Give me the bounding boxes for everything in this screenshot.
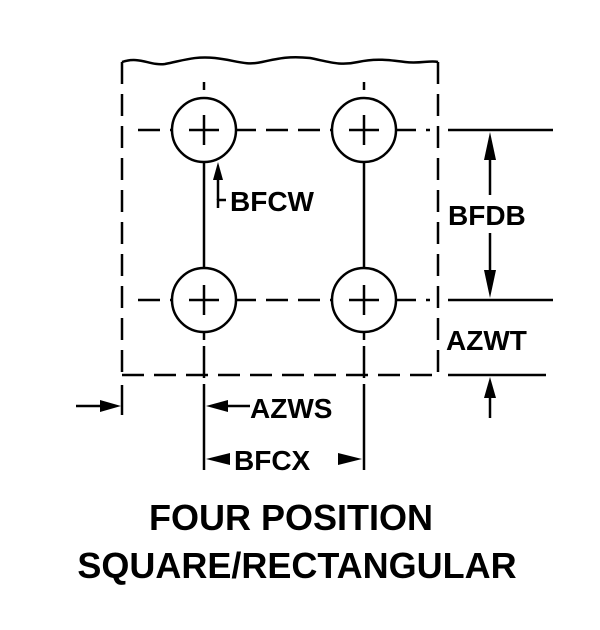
label-azwt: AZWT bbox=[446, 325, 527, 356]
bfdb-arrow-down bbox=[484, 270, 496, 298]
azwt-arrow-up bbox=[484, 377, 496, 398]
hole-top-right bbox=[330, 96, 398, 164]
label-azws: AZWS bbox=[250, 393, 332, 424]
label-bfdb: BFDB bbox=[448, 200, 526, 231]
bfcx-arrow-left bbox=[206, 453, 230, 465]
hole-top-left bbox=[170, 96, 238, 164]
title-line-1: FOUR POSITION bbox=[149, 497, 433, 538]
title-line-2: SQUARE/RECTANGULAR bbox=[77, 545, 516, 586]
bfcx-arrow-right bbox=[338, 453, 362, 465]
left-edge-arrow bbox=[100, 400, 121, 412]
bfdb-arrow-up bbox=[484, 132, 496, 160]
hole-bottom-right bbox=[330, 266, 398, 334]
break-line bbox=[121, 55, 439, 66]
label-bfcx: BFCX bbox=[234, 445, 311, 476]
bfcw-leader bbox=[213, 162, 226, 208]
label-bfcw: BFCW bbox=[230, 186, 315, 217]
hole-bottom-left bbox=[170, 266, 238, 334]
azws-arrow bbox=[206, 400, 228, 412]
